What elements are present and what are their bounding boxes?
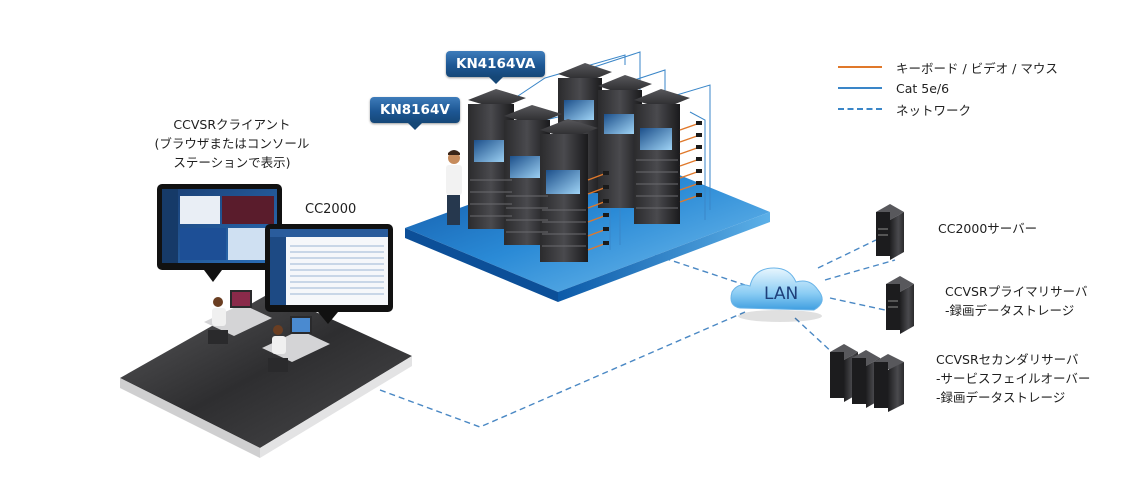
cc2000-server-label: CC2000サーバー bbox=[938, 219, 1037, 238]
network-line-lan-to-cc2000-b bbox=[824, 259, 896, 281]
legend-label: ネットワーク bbox=[896, 102, 972, 118]
ccvsr-secondary-server-towers bbox=[830, 344, 904, 412]
cc2000-label: CC2000 bbox=[305, 202, 357, 217]
ccvsr-secondary-server-label: CCVSRセカンダリサーバ -サービスフェイルオーバー -録画データストレージ bbox=[936, 350, 1090, 407]
network-line-client-to-lan bbox=[379, 311, 746, 428]
server-label-line: CCVSRプライマリサーバ bbox=[945, 284, 1088, 299]
server-label-line: -録画データストレージ bbox=[945, 303, 1075, 318]
kn8164v-label: KN8164V bbox=[380, 102, 450, 118]
server-racks bbox=[468, 63, 690, 262]
rack bbox=[540, 119, 598, 262]
kvm-connectors bbox=[603, 121, 702, 245]
lan-cloud-label: LAN bbox=[764, 284, 799, 304]
client-platform bbox=[120, 292, 412, 458]
legend-item-kvm: キーボード / ビデオ / マウス bbox=[838, 58, 1058, 76]
operator-figure bbox=[446, 150, 462, 225]
kn4164va-label: KN4164VA bbox=[456, 56, 536, 72]
ccvsr-client-title-line: CCVSRクライアント bbox=[173, 117, 291, 132]
ccvsr-client-title-line: ステーションで表示) bbox=[173, 155, 291, 170]
lan-cloud-shape bbox=[730, 267, 823, 322]
network-line-lan-to-secondary bbox=[794, 317, 836, 356]
network-line-lan-to-primary bbox=[829, 297, 886, 311]
legend-item-network: ネットワーク bbox=[838, 100, 971, 118]
kvm-cables bbox=[587, 123, 698, 251]
network-line-platform-to-lan bbox=[654, 254, 746, 286]
network-lines bbox=[379, 239, 896, 428]
legend-label: Cat 5e/6 bbox=[896, 80, 950, 96]
cc2000-server-tower bbox=[876, 204, 904, 260]
kn8164v-callout: KN8164V bbox=[370, 97, 460, 130]
ccvsr-client-title-line: (ブラウザまたはコンソール bbox=[154, 136, 310, 151]
legend-item-cat: Cat 5e/6 bbox=[838, 79, 949, 97]
cat-line-swatch bbox=[838, 87, 882, 89]
server-label-line: -録画データストレージ bbox=[936, 390, 1066, 405]
server-label-line: CCVSRセカンダリサーバ bbox=[936, 352, 1079, 367]
cc2000-monitor bbox=[265, 224, 393, 324]
kn4164va-callout: KN4164VA bbox=[446, 51, 546, 84]
rack bbox=[634, 89, 690, 224]
ccvsr-monitor bbox=[157, 184, 282, 282]
server-label-line: -サービスフェイルオーバー bbox=[936, 371, 1091, 386]
ccvsr-primary-server-tower bbox=[886, 276, 914, 334]
ccvsr-primary-server-label: CCVSRプライマリサーバ -録画データストレージ bbox=[945, 282, 1088, 320]
legend-label: キーボード / ビデオ / マウス bbox=[896, 60, 1058, 76]
client-workstations bbox=[204, 290, 330, 372]
server-label-line: CC2000サーバー bbox=[938, 221, 1038, 236]
network-line-lan-to-cc2000 bbox=[817, 239, 877, 269]
network-line-swatch bbox=[838, 108, 882, 110]
kvm-line-swatch bbox=[838, 66, 882, 68]
ccvsr-client-title: CCVSRクライアント (ブラウザまたはコンソール ステーションで表示) bbox=[132, 115, 332, 172]
